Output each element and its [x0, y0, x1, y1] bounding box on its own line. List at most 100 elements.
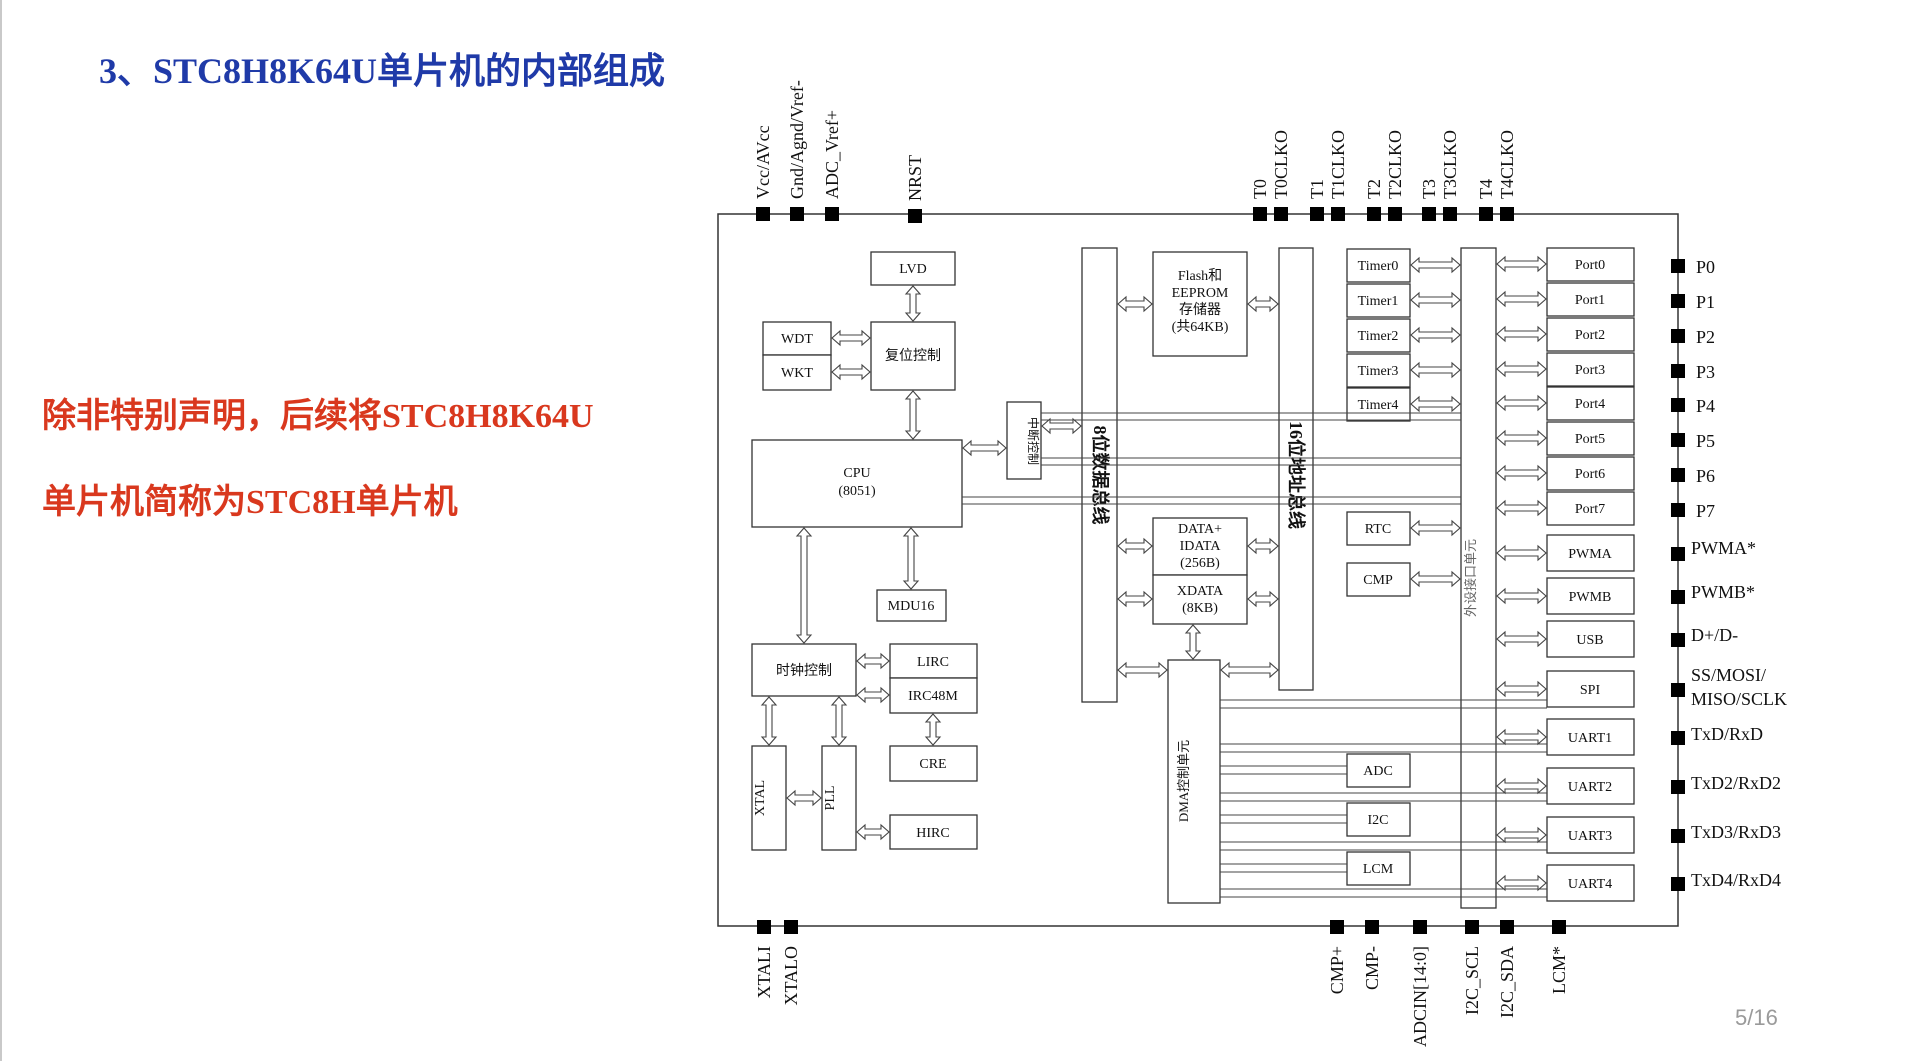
label-xtalo: XTALO	[781, 946, 801, 1006]
label-adcin: ADCIN[14:0]	[1410, 946, 1430, 1047]
pin-cmp-minus	[1365, 920, 1379, 934]
arrow-xdata-dma	[1184, 624, 1202, 660]
label-uart3: TxD3/RxD3	[1691, 822, 1781, 842]
port7-label: Port7	[1575, 502, 1605, 517]
spi-block	[1546, 670, 1635, 708]
arrow-dma-addrbus	[1220, 661, 1279, 679]
hirc-block	[889, 814, 978, 850]
port2-block	[1546, 317, 1635, 352]
right-pins	[1671, 259, 1685, 891]
pin-t4clko	[1500, 207, 1514, 221]
pin-gnd	[790, 207, 804, 221]
port3-block	[1546, 352, 1635, 387]
dma-control-label: DMA控制单元	[1176, 740, 1191, 822]
top-pins	[756, 207, 1514, 223]
xtal-block	[751, 745, 787, 851]
pin-uart2	[1671, 780, 1685, 794]
timer2-block	[1346, 318, 1411, 353]
flash-eeprom-block	[1152, 251, 1248, 357]
peripheral-interface-label: 外设接口单元	[1463, 539, 1478, 617]
arrow-lvd-reset	[904, 285, 922, 322]
lcm-label: LCM	[1363, 862, 1394, 877]
port5-label: Port5	[1575, 432, 1605, 447]
pin-uart4	[1671, 877, 1685, 891]
arrow-periph-port-3	[1496, 360, 1547, 378]
pwmb-block	[1546, 577, 1635, 615]
arrow-periph-port-10	[1496, 630, 1547, 648]
rtc-label: RTC	[1365, 522, 1391, 537]
address-bus-bar	[1278, 247, 1314, 691]
label-cmp-plus: CMP+	[1327, 946, 1347, 994]
port2-label: Port2	[1575, 328, 1605, 343]
flash-label-1: Flash和	[1178, 268, 1222, 284]
arrow-timer0-periph	[1410, 256, 1461, 274]
timer2-label: Timer2	[1358, 329, 1399, 344]
pll-label: PLL	[823, 786, 838, 811]
wdt-label: WDT	[781, 332, 813, 347]
right-pin-labels: P0 P1 P2 P3 P4 P5 P6 P7 PWMA* PWMB* D+/D…	[1691, 257, 1787, 890]
lvd-block	[870, 251, 956, 286]
uart3-label: UART3	[1568, 829, 1612, 844]
arrow-wdt-reset	[831, 329, 871, 347]
arrow-flash-addrbus	[1247, 295, 1279, 313]
arrow-cpu-mdu	[902, 527, 920, 590]
label-t0clko: T0CLKO	[1271, 130, 1291, 199]
uart2-label: UART2	[1568, 780, 1612, 795]
pin-p5	[1671, 433, 1685, 447]
label-pwmb: PWMB*	[1691, 582, 1755, 602]
rtc-block	[1346, 511, 1411, 546]
pin-p3	[1671, 364, 1685, 378]
pin-t1clko	[1331, 207, 1345, 221]
port1-label: Port1	[1575, 293, 1605, 308]
interrupt-control-label: 中断控制	[1026, 417, 1041, 465]
adc-block	[1346, 753, 1411, 788]
uart4-label: UART4	[1568, 877, 1612, 892]
pin-p0	[1671, 259, 1685, 273]
label-t0: T0	[1250, 179, 1270, 199]
arrow-periph-uart-1	[1496, 728, 1547, 746]
arrow-databus-dma	[1117, 661, 1168, 679]
label-t1clko: T1CLKO	[1328, 130, 1348, 199]
arrow-periph-port-2	[1496, 325, 1547, 343]
pin-nrst	[908, 209, 922, 223]
irc48m-label: IRC48M	[908, 689, 958, 704]
pin-t3	[1422, 207, 1436, 221]
pin-lcm	[1552, 920, 1566, 934]
pin-xtalo	[784, 920, 798, 934]
cmp-block	[1346, 562, 1411, 597]
i2c-label: I2C	[1368, 813, 1389, 828]
pin-uart1	[1671, 731, 1685, 745]
data-idata-block	[1152, 517, 1248, 576]
arrow-periph-port-8	[1496, 544, 1547, 562]
label-adc-vref: ADC_Vref+	[822, 110, 842, 199]
clock-control-label: 时钟控制	[776, 662, 832, 679]
pin-t1	[1310, 207, 1324, 221]
timer3-label: Timer3	[1358, 364, 1399, 379]
uart1-label: UART1	[1568, 731, 1612, 746]
pin-i2c-sda	[1500, 920, 1514, 934]
arrow-timer3-periph	[1410, 361, 1461, 379]
pin-t0	[1253, 207, 1267, 221]
wdt-block	[762, 321, 832, 356]
uart1-block	[1546, 718, 1635, 756]
pin-xtali	[757, 920, 771, 934]
data-idata-label-3: (256B)	[1180, 556, 1220, 571]
pin-pwmb	[1671, 590, 1685, 604]
arrow-periph-port-1	[1496, 290, 1547, 308]
label-spi-line2: MISO/SCLK	[1691, 689, 1787, 709]
peripheral-interface-bar	[1460, 247, 1497, 909]
port4-block	[1546, 386, 1635, 421]
pwma-block	[1546, 534, 1635, 572]
wkt-label: WKT	[781, 366, 813, 381]
arrow-periph-port-5	[1496, 429, 1547, 447]
port5-block	[1546, 421, 1635, 456]
timer0-block	[1346, 248, 1411, 283]
pin-p2	[1671, 329, 1685, 343]
pll-block	[821, 745, 857, 851]
note-line-1: 除非特别声明，后续将STC8H8K64U	[42, 398, 594, 435]
label-lcm: LCM*	[1549, 946, 1569, 994]
uart2-block	[1546, 767, 1635, 805]
arrow-periph-port-9	[1496, 587, 1547, 605]
arrow-wkt-reset	[831, 363, 871, 381]
